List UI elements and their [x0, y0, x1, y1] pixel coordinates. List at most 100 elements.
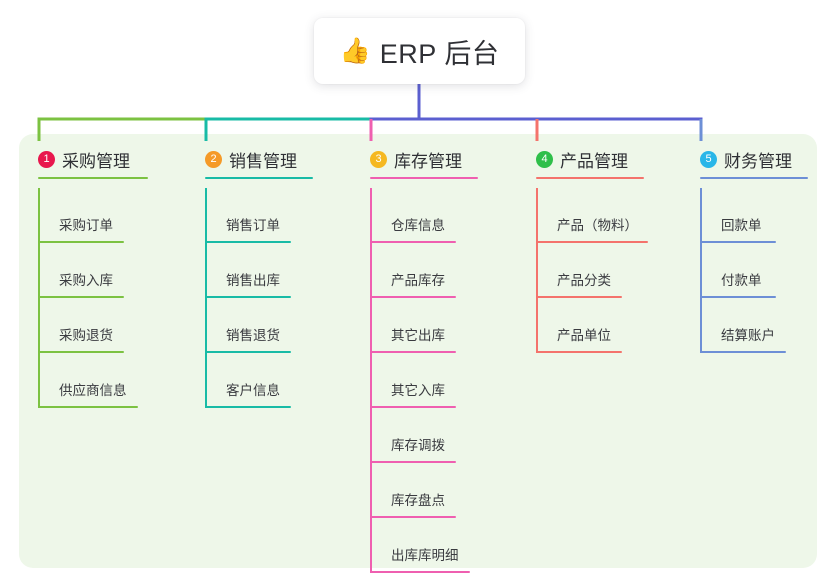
- branch-item[interactable]: 回款单: [700, 188, 792, 243]
- branch-item-label: 产品库存: [391, 273, 445, 288]
- branch-title: 产品管理: [560, 151, 628, 171]
- root-node-content: 👍 ERP 后台: [340, 32, 500, 71]
- branch-spine: [38, 188, 40, 408]
- branch-item[interactable]: 付款单: [700, 243, 792, 298]
- branch-number-badge: 3: [370, 150, 387, 168]
- branch-item-underline: [370, 241, 456, 243]
- branch-underline: [370, 177, 478, 179]
- branch-items: 产品（物料） 产品分类产品单位: [536, 188, 648, 353]
- branch-item-label: 结算账户: [721, 328, 775, 343]
- branch-item-label: 仓库信息: [391, 218, 445, 233]
- branch-item-underline: [370, 571, 470, 573]
- branch-item-label: 付款单: [721, 273, 762, 288]
- branch-header-2[interactable]: 2 销售管理: [205, 146, 313, 179]
- branch-item-underline: [700, 241, 776, 243]
- branch-spine: [205, 188, 207, 408]
- branch-item-underline: [38, 296, 124, 298]
- branch-items: 仓库信息产品库存其它出库其它入库库存调拨库存盘点出库库明细: [370, 188, 470, 573]
- branch-underline: [38, 177, 148, 179]
- branch-items: 回款单付款单结算账户: [700, 188, 792, 353]
- branch-item-label: 出库库明细: [391, 548, 459, 563]
- branch-spine: [536, 188, 538, 353]
- branch-item-underline: [38, 241, 124, 243]
- branch-underline: [700, 177, 808, 179]
- branch-item-label: 客户信息: [226, 383, 280, 398]
- branch-item-underline: [536, 241, 648, 243]
- branch-item-underline: [370, 406, 456, 408]
- branch-item[interactable]: 采购入库: [38, 243, 130, 298]
- branch-column-4: 4 产品管理产品（物料） 产品分类产品单位: [536, 146, 648, 353]
- branch-item-underline: [370, 516, 456, 518]
- branch-item-underline: [205, 406, 291, 408]
- branch-item-underline: [205, 241, 291, 243]
- branch-item-label: 产品单位: [557, 328, 611, 343]
- branch-item[interactable]: 其它出库: [370, 298, 462, 353]
- branch-item[interactable]: 其它入库: [370, 353, 462, 408]
- branch-item[interactable]: 采购订单: [38, 188, 130, 243]
- branch-item-label: 回款单: [721, 218, 762, 233]
- branch-item[interactable]: 出库库明细: [370, 518, 470, 573]
- branch-items: 销售订单销售出库销售退货客户信息: [205, 188, 297, 408]
- branch-title: 财务管理: [724, 151, 792, 171]
- branch-item[interactable]: 供应商信息: [38, 353, 138, 408]
- branch-item-underline: [536, 296, 622, 298]
- root-node[interactable]: 👍 ERP 后台: [314, 18, 525, 84]
- branch-item[interactable]: 客户信息: [205, 353, 297, 408]
- branch-item-label: 产品（物料）: [557, 218, 638, 233]
- branch-spine: [370, 188, 372, 573]
- branch-item-label: 采购订单: [59, 218, 113, 233]
- branch-item-label: 其它出库: [391, 328, 445, 343]
- branch-item-label: 库存盘点: [391, 493, 445, 508]
- branch-title: 库存管理: [394, 151, 462, 171]
- branch-title: 销售管理: [229, 151, 297, 171]
- branch-item[interactable]: 产品库存: [370, 243, 462, 298]
- branch-header-5[interactable]: 5 财务管理: [700, 146, 808, 179]
- branch-item[interactable]: 结算账户: [700, 298, 792, 353]
- branch-item-underline: [370, 351, 456, 353]
- branch-item-underline: [38, 351, 124, 353]
- branch-item[interactable]: 销售订单: [205, 188, 297, 243]
- branch-item-underline: [205, 296, 291, 298]
- branch-item[interactable]: 销售退货: [205, 298, 297, 353]
- branch-item-label: 销售出库: [226, 273, 280, 288]
- branch-item[interactable]: 销售出库: [205, 243, 297, 298]
- branch-item-label: 销售退货: [226, 328, 280, 343]
- branch-number-badge: 1: [38, 150, 55, 168]
- branch-item[interactable]: 产品（物料）: [536, 188, 648, 243]
- branch-item-label: 采购退货: [59, 328, 113, 343]
- branch-item[interactable]: 采购退货: [38, 298, 130, 353]
- branch-underline: [536, 177, 644, 179]
- branch-item-label: 供应商信息: [59, 383, 127, 398]
- branch-item-label: 其它入库: [391, 383, 445, 398]
- branch-item-label: 产品分类: [557, 273, 611, 288]
- branch-item-underline: [205, 351, 291, 353]
- root-title: ERP 后台: [379, 38, 500, 69]
- branch-item-label: 采购入库: [59, 273, 113, 288]
- branch-column-3: 3 库存管理仓库信息产品库存其它出库其它入库库存调拨库存盘点出库库明细: [370, 146, 478, 573]
- branch-item-label: 库存调拨: [391, 438, 445, 453]
- branch-item[interactable]: 仓库信息: [370, 188, 462, 243]
- branch-item[interactable]: 产品分类: [536, 243, 628, 298]
- branch-header-3[interactable]: 3 库存管理: [370, 146, 478, 179]
- branch-number-badge: 4: [536, 150, 553, 168]
- branch-item-label: 销售订单: [226, 218, 280, 233]
- branch-item[interactable]: 产品单位: [536, 298, 628, 353]
- branch-number-badge: 2: [205, 150, 222, 168]
- branches-panel: [19, 134, 817, 568]
- branch-underline: [205, 177, 313, 179]
- branch-number-badge: 5: [700, 150, 717, 168]
- branch-item[interactable]: 库存调拨: [370, 408, 462, 463]
- branch-item[interactable]: 库存盘点: [370, 463, 462, 518]
- branch-item-underline: [700, 351, 786, 353]
- thumbs-up-icon: 👍: [339, 36, 371, 65]
- branch-header-4[interactable]: 4 产品管理: [536, 146, 644, 179]
- branch-item-underline: [370, 296, 456, 298]
- branch-item-underline: [38, 406, 138, 408]
- branch-column-2: 2 销售管理销售订单销售出库销售退货客户信息: [205, 146, 313, 408]
- branch-column-5: 5 财务管理回款单付款单结算账户: [700, 146, 808, 353]
- branch-item-underline: [700, 296, 776, 298]
- branch-spine: [700, 188, 702, 353]
